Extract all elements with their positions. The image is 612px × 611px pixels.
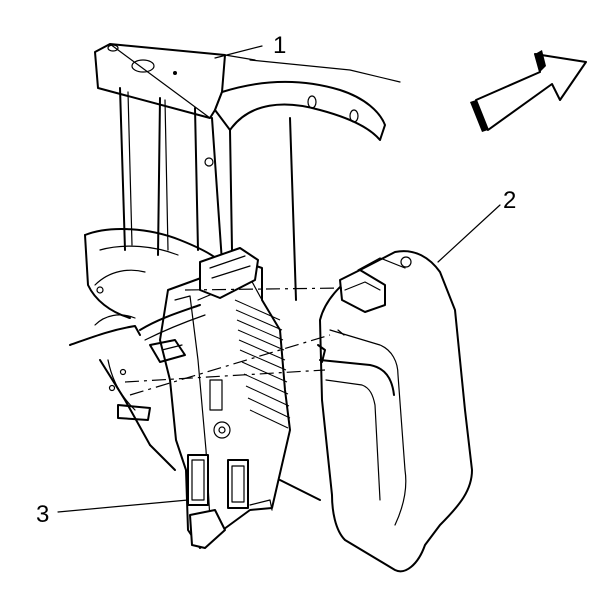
mounting-structure	[69, 227, 321, 501]
bracket-part-1	[94, 43, 401, 301]
cover-part-2	[317, 250, 473, 573]
callout-label-3: 3	[36, 501, 49, 528]
callout-label-2: 2	[503, 187, 516, 214]
leader-lines	[57, 45, 501, 513]
callout-label-1: 1	[273, 32, 286, 59]
forward-arrow-icon	[470, 50, 587, 132]
alignment-lines	[124, 287, 346, 396]
control-module-part-3	[139, 247, 291, 549]
